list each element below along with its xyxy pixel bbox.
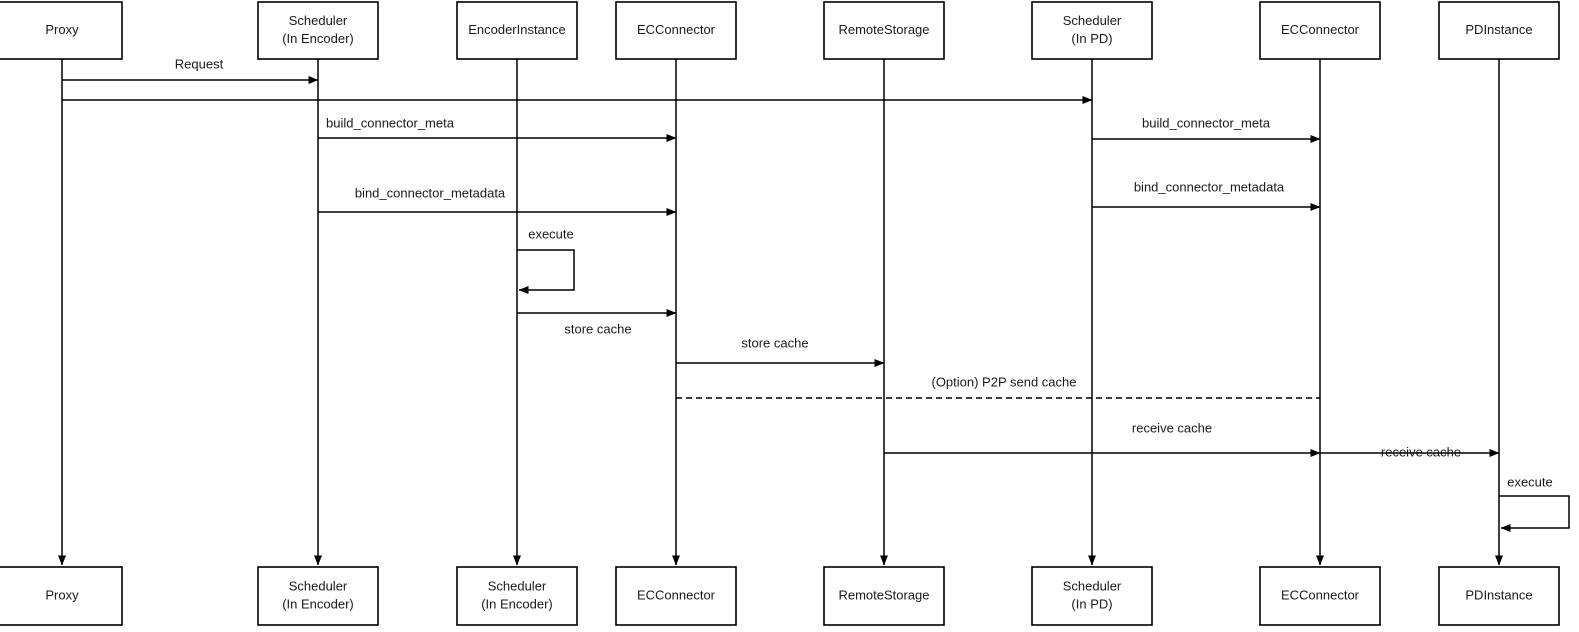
participant-label-line2: (In PD) bbox=[1071, 31, 1112, 46]
participant-label-line1: Proxy bbox=[45, 587, 79, 602]
participant-label-line1: PDInstance bbox=[1465, 22, 1532, 37]
lifelines-layer bbox=[58, 59, 1503, 566]
message-label-build_meta_enc: build_connector_meta bbox=[326, 115, 455, 130]
message-label-p2p_send_cache: (Option) P2P send cache bbox=[931, 374, 1076, 389]
self-message-execute_encoder: execute bbox=[517, 226, 575, 294]
participant-box-bottom-proxy[interactable]: Proxy bbox=[0, 566, 123, 626]
self-message-path-execute_encoder bbox=[517, 249, 575, 294]
message-bind_meta_pd: bind_connector_metadata bbox=[1092, 179, 1321, 211]
participant-box-bottom-scheduler_pd[interactable]: Scheduler (In PD) bbox=[1031, 566, 1153, 626]
participant-box-bottom-ec_connector_b[interactable]: ECConnector bbox=[1259, 566, 1381, 626]
message-build_meta_enc: build_connector_meta bbox=[318, 115, 677, 142]
participant-box-bottom-pd_instance[interactable]: PDInstance bbox=[1438, 566, 1560, 626]
participant-label-line2: (In Encoder) bbox=[481, 596, 553, 611]
participant-box-bottom-ec_connector_a[interactable]: ECConnector bbox=[615, 566, 737, 626]
participant-box-top-remote_storage[interactable]: RemoteStorage bbox=[823, 1, 945, 60]
message-label-request: Request bbox=[175, 56, 224, 71]
participant-label-line2: (In Encoder) bbox=[282, 31, 354, 46]
message-store_cache_rs: store cache bbox=[676, 335, 885, 367]
participant-box-top-proxy[interactable]: Proxy bbox=[0, 1, 123, 60]
participant-box-bottom-scheduler_enc[interactable]: Scheduler (In Encoder) bbox=[257, 566, 379, 626]
message-request: Request bbox=[62, 56, 319, 84]
message-label-store_cache_enc: store cache bbox=[564, 321, 631, 336]
participant-label-line1: Scheduler bbox=[488, 578, 547, 593]
message-label-build_meta_pd: build_connector_meta bbox=[1142, 115, 1271, 130]
participant-label-line1: ECConnector bbox=[637, 587, 716, 602]
self-message-path-execute_pd bbox=[1499, 495, 1570, 532]
participant-boxes-top: Proxy Scheduler (In Encoder) EncoderInstanc… bbox=[0, 1, 1560, 60]
self-message-label-execute_pd: execute bbox=[1507, 474, 1553, 489]
self-message-execute_pd: execute bbox=[1499, 474, 1570, 532]
message-store_cache_enc: store cache bbox=[517, 309, 677, 336]
participant-label-line1: ECConnector bbox=[637, 22, 716, 37]
participant-boxes-bottom: Proxy Scheduler (In Encoder) Scheduler (In E… bbox=[0, 566, 1560, 626]
message-label-receive_cache_rs: receive cache bbox=[1132, 420, 1212, 435]
message-label-store_cache_rs: store cache bbox=[741, 335, 808, 350]
participant-label-line1: Scheduler bbox=[1063, 13, 1122, 28]
message-p2p_send_cache: (Option) P2P send cache bbox=[676, 374, 1320, 399]
message-label-bind_meta_enc: bind_connector_metadata bbox=[355, 185, 506, 200]
participant-box-top-ec_connector_b[interactable]: ECConnector bbox=[1259, 1, 1381, 60]
participant-label-line2: (In Encoder) bbox=[282, 596, 354, 611]
participant-label-line1: EncoderInstance bbox=[468, 22, 566, 37]
participant-box-bottom-encoder_inst[interactable]: Scheduler (In Encoder) bbox=[456, 566, 578, 626]
message-receive_cache_pd: receive cache bbox=[1320, 444, 1500, 459]
participant-label-line2: (In PD) bbox=[1071, 596, 1112, 611]
participant-box-top-scheduler_pd[interactable]: Scheduler (In PD) bbox=[1031, 1, 1153, 60]
participant-label-line1: Scheduler bbox=[289, 13, 348, 28]
participant-box-top-scheduler_enc[interactable]: Scheduler (In Encoder) bbox=[257, 1, 379, 60]
message-bind_meta_enc: bind_connector_metadata bbox=[318, 185, 677, 216]
participant-label-line1: ECConnector bbox=[1281, 587, 1360, 602]
participant-box-bottom-remote_storage[interactable]: RemoteStorage bbox=[823, 566, 945, 626]
participant-box-top-ec_connector_a[interactable]: ECConnector bbox=[615, 1, 737, 60]
participant-label-line1: RemoteStorage bbox=[838, 587, 929, 602]
participant-box-top-encoder_inst[interactable]: EncoderInstance bbox=[456, 1, 578, 60]
message-receive_cache_rs: receive cache bbox=[884, 420, 1321, 457]
participant-label-line1: PDInstance bbox=[1465, 587, 1532, 602]
participant-box-top-pd_instance[interactable]: PDInstance bbox=[1438, 1, 1560, 60]
participant-label-line1: Scheduler bbox=[289, 578, 348, 593]
participant-label-line1: Proxy bbox=[45, 22, 79, 37]
participant-label-line1: Scheduler bbox=[1063, 578, 1122, 593]
message-build_meta_pd: build_connector_meta bbox=[1092, 115, 1321, 143]
message-label-bind_meta_pd: bind_connector_metadata bbox=[1134, 179, 1285, 194]
self-message-label-execute_encoder: execute bbox=[528, 226, 574, 241]
participant-label-line1: RemoteStorage bbox=[838, 22, 929, 37]
messages-layer: Request build_connector_meta build_connect… bbox=[62, 56, 1570, 532]
message-label-receive_cache_pd: receive cache bbox=[1381, 444, 1461, 459]
participant-label-line1: ECConnector bbox=[1281, 22, 1360, 37]
